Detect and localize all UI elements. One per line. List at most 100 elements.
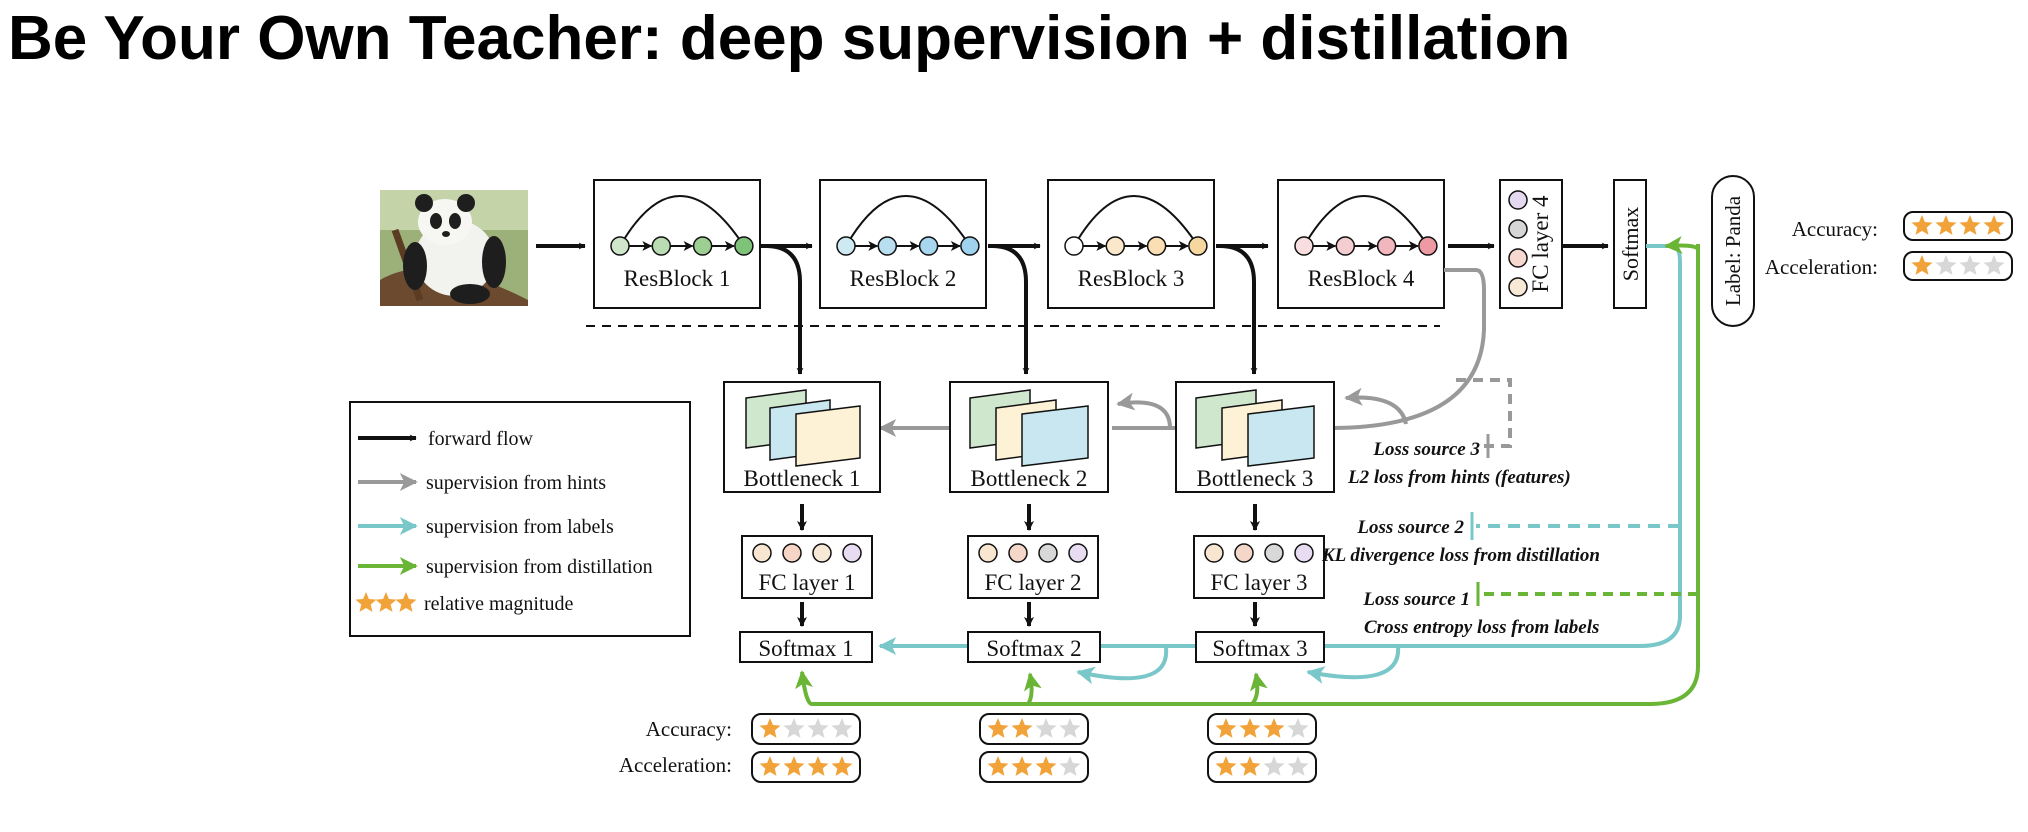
branch-acceleration-label: Acceleration:: [619, 753, 732, 777]
fc-node: [1508, 190, 1528, 210]
fc-node: [1294, 543, 1314, 563]
star-empty-icon: [1959, 255, 1981, 275]
fc-layer-3: FC layer 3: [1193, 535, 1325, 599]
main-rating: Accuracy: Acceleration:: [1765, 211, 2013, 281]
resblock-node: [1146, 236, 1167, 256]
resblock-node: [610, 236, 630, 256]
branch-accuracy-label: Accuracy:: [646, 717, 732, 741]
softmax-1-label: Softmax 1: [758, 636, 853, 661]
legend-labels-label: supervision from labels: [426, 516, 614, 538]
star-empty-icon: [831, 718, 853, 738]
resblock-2-nodes: [836, 236, 980, 256]
legend: forward flow supervision from hints supe…: [349, 401, 691, 637]
main-acceleration-stars: [1911, 255, 2005, 275]
resblock-node: [1376, 236, 1397, 256]
star-filled-icon: [1911, 215, 1933, 235]
loss-sources: Loss source 3 L2 loss from hints (featur…: [1321, 439, 1600, 638]
branch-1-acceleration-stars: [759, 756, 853, 776]
loss-source-1-desc: Cross entropy loss from labels: [1364, 617, 1599, 638]
star-filled-icon: [1911, 255, 1933, 275]
star-filled-icon: [1011, 756, 1033, 776]
star-empty-icon: [1983, 255, 2005, 275]
star-filled-icon: [1239, 756, 1261, 776]
star-filled-icon: [1935, 215, 1957, 235]
loss-source-1-title: Loss source 1: [1362, 589, 1470, 610]
star-filled-icon: [1239, 718, 1261, 738]
star-filled-icon: [1959, 215, 1981, 235]
resblock-node: [1335, 236, 1356, 256]
softmax-2: Softmax 2: [967, 631, 1101, 663]
star-filled-icon: [1035, 756, 1057, 776]
branch-forward-arrows: [797, 504, 1260, 627]
fc-layer-2-label: FC layer 2: [984, 570, 1081, 595]
loss-source-3-desc: L2 loss from hints (features): [1347, 467, 1571, 488]
hint-arrows: [878, 268, 1512, 458]
main-accuracy-label: Accuracy:: [1792, 217, 1878, 241]
fc-node: [1204, 543, 1224, 563]
bottleneck-2-label: Bottleneck 2: [971, 466, 1088, 491]
star-empty-icon: [1059, 718, 1081, 738]
star-filled-icon: [807, 756, 829, 776]
label-supervision-arrows: [878, 244, 1682, 685]
fc-node: [1068, 543, 1088, 563]
branch-2-accuracy-stars: [987, 718, 1081, 738]
star-empty-icon: [1287, 756, 1309, 776]
fc-layer-1-label: FC layer 1: [758, 570, 855, 595]
resblock-node: [1105, 236, 1126, 256]
main-accuracy-stars: [1911, 215, 2005, 235]
fc-layer-1-nodes: [752, 543, 862, 563]
fc-node: [752, 543, 772, 563]
fc-node: [1038, 543, 1058, 563]
star-empty-icon: [783, 718, 805, 738]
softmax-main-label: Softmax: [1618, 207, 1643, 282]
star-filled-icon: [1215, 718, 1237, 738]
fc-layer-4: FC layer 4: [1499, 179, 1563, 309]
fc-layer-3-label: FC layer 3: [1210, 570, 1307, 595]
resblock-node: [960, 236, 980, 256]
star-empty-icon: [807, 718, 829, 738]
resblock-node: [918, 236, 939, 256]
resblock-2: ResBlock 2: [819, 179, 987, 309]
resblock-4-label: ResBlock 4: [1308, 266, 1415, 291]
fc-node: [1008, 543, 1028, 563]
branch-3-acceleration-stars: [1215, 756, 1309, 776]
bottleneck-3: Bottleneck 3: [1175, 381, 1335, 493]
resblock-node: [692, 236, 713, 256]
fc-layer-4-label: FC layer 4: [1528, 195, 1553, 293]
star-filled-icon: [759, 718, 781, 738]
main-acceleration-label: Acceleration:: [1765, 255, 1878, 279]
fc-node: [1264, 543, 1284, 563]
fc-node: [812, 543, 832, 563]
resblock-1-label: ResBlock 1: [624, 266, 731, 291]
star-filled-icon: [395, 592, 417, 612]
legend-stars-label: relative magnitude: [424, 593, 574, 615]
fc-node: [1508, 248, 1528, 268]
legend-stars: [355, 592, 417, 612]
star-filled-icon: [831, 756, 853, 776]
fc-node: [1234, 543, 1254, 563]
softmax-1: Softmax 1: [739, 631, 873, 663]
resblock-3-nodes: [1064, 236, 1208, 256]
resblock-node: [836, 236, 856, 256]
distillation-arrows: [795, 236, 1700, 706]
resblock-node: [734, 236, 754, 256]
loss-source-3-title: Loss source 3: [1372, 439, 1480, 460]
resblock-4-nodes: [1294, 236, 1438, 256]
resblock-node: [1294, 236, 1314, 256]
resblock-3-label: ResBlock 3: [1078, 266, 1185, 291]
fc-layer-2-nodes: [978, 543, 1088, 563]
resblock-node: [651, 236, 672, 256]
star-empty-icon: [1287, 718, 1309, 738]
star-filled-icon: [987, 756, 1009, 776]
resblock-node: [877, 236, 898, 256]
star-empty-icon: [1935, 255, 1957, 275]
softmax-2-label: Softmax 2: [986, 636, 1081, 661]
label-panda-text: Label: Panda: [1721, 195, 1745, 306]
slide-title: Be Your Own Teacher: deep supervision + …: [8, 4, 1571, 73]
star-filled-icon: [355, 592, 377, 612]
star-filled-icon: [375, 592, 397, 612]
star-filled-icon: [1983, 215, 2005, 235]
fc-layer-2: FC layer 2: [967, 535, 1099, 599]
legend-distillation-label: supervision from distillation: [426, 556, 653, 578]
